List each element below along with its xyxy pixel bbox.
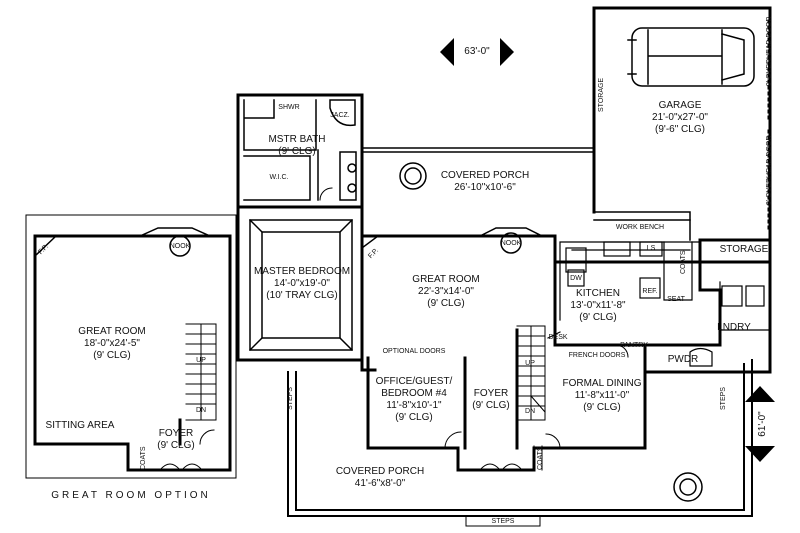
great-room-name: GREAT ROOM [412,274,480,285]
nook-label-main: NOOK [500,240,522,247]
dw-label: DW [570,275,582,282]
wic-label: W.I.C. [269,174,289,181]
garage-storage-label: STORAGE [598,77,605,112]
mstr-bath-clg: (9' CLG) [278,146,316,157]
great-room-label: GREAT ROOM 22'-3"x14'-0" (9' CLG) [412,274,479,310]
option-great-room-label: GREAT ROOM 18'-0"x24'-5" (9' CLG) [78,326,145,362]
kitchen-clg: (9' CLG) [579,312,617,323]
front-porch-size: 41'-6"x8'-0" [354,478,406,489]
master-bedroom-name: MASTER BEDROOM [253,266,351,277]
formal-dining-label: FORMAL DINING 11'-8"x11'-0" (9' CLG) [562,378,641,414]
work-bench-label: WORK BENCH [615,224,665,231]
overhead-door-label-1: 9' OVERHEAD DOOR [766,16,773,86]
width-dimension: 63'-0" [464,46,490,57]
option-great-room-size: 18'-0"x24'-5" [84,338,140,349]
option-title: GREAT ROOM OPTION [51,490,211,501]
master-bedroom-label: MASTER BEDROOM 14'-0"x19'-0" (10' TRAY C… [254,266,350,302]
great-room-clg: (9' CLG) [427,298,465,309]
master-bedroom-size: 14'-0"x19'-0" [274,278,330,289]
office-clg: (9' CLG) [395,412,433,423]
foyer-main-clg: (9' CLG) [472,400,510,411]
master-bedroom-clg: (10' TRAY CLG) [266,290,338,301]
garage-label: GARAGE 21'-0"x27'-0" (9'-6" CLG) [652,100,708,136]
coats-front-label: COATS [537,446,544,470]
steps-left-label: STEPS [287,387,294,410]
arrow-down-icon [745,446,775,462]
option-walls [33,234,232,472]
option-foyer-clg: (9' CLG) [157,440,195,451]
stairs-main [516,325,546,421]
option-great-room-clg: (9' CLG) [93,350,131,361]
arrow-right-icon [500,38,514,66]
kitchen-name: KITCHEN [576,288,620,299]
option-great-room-name: GREAT ROOM [78,326,146,337]
jacz-label: JACZ. [330,112,350,119]
french-doors-label: FRENCH DOORS [568,352,626,359]
ref-label: REF. [642,288,658,295]
mstr-bath-label: MSTR BATH (9' CLG) [268,134,325,158]
steps-front-label: STEPS [491,518,515,525]
mstr-bath-name: MSTR BATH [268,134,326,145]
office-name-1: OFFICE/GUEST/ [375,376,453,387]
garage-clg: (9'-6" CLG) [655,124,705,135]
steps-right-label: STEPS [720,387,727,410]
ls-label: LS [646,245,656,252]
office-label: OFFICE/GUEST/ BEDROOM #4 11'-8"x10'-1" (… [376,376,453,424]
lndry-label: LNDRY [717,322,751,333]
stair-dn-option: DN [195,407,207,414]
stair-dn-main: DN [524,408,536,415]
porch-table-front [673,472,703,502]
arrow-up-icon [745,386,775,402]
car-icon [627,27,755,87]
arrow-left-icon [440,38,454,66]
desk-label: DESK [548,334,568,341]
coats-kitchen-label: COATS [680,250,687,274]
garage-walls [592,6,772,264]
porch-table-rear [399,162,427,190]
foyer-main-label: FOYER (9' CLG) [472,388,509,412]
pwdr-label: PWDR [667,354,699,365]
shwr-label: SHWR [278,104,300,111]
office-size: 11'-8"x10'-1" [386,400,442,411]
storage-label: STORAGE [719,244,769,255]
optional-doors-label: OPTIONAL DOORS [382,348,446,355]
formal-dining-size: 11'-8"x11'-0" [574,390,630,401]
rear-porch-name: COVERED PORCH [440,170,530,181]
great-room-size: 22'-3"x14'-0" [418,286,474,297]
garage-size: 21'-0"x27'-0" [652,112,708,123]
option-foyer-name: FOYER [158,428,194,439]
stair-up-option: UP [196,357,206,364]
front-porch-name: COVERED PORCH [335,466,425,477]
stairs-option [185,323,217,421]
rear-porch-size: 26'-10"x10'-6" [454,182,516,193]
garage-name: GARAGE [658,100,702,111]
seat-label: SEAT [667,296,685,303]
formal-dining-name: FORMAL DINING [562,378,642,389]
formal-dining-clg: (9' CLG) [583,402,621,413]
foyer-main-name: FOYER [473,388,509,399]
option-coats-label: COATS [140,446,147,470]
kitchen-label: KITCHEN 13'-0"x11'-8" (9' CLG) [570,288,625,324]
nook-label-option: NOOK [169,243,191,250]
stair-up-main: UP [525,360,535,367]
kitchen-size: 13'-0"x11'-8" [570,300,626,311]
depth-dimension: 61'-0" [757,411,768,437]
option-foyer-label: FOYER (9' CLG) [157,428,194,452]
office-name-2: BEDROOM #4 [381,388,447,399]
rear-porch-label: COVERED PORCH 26'-10"x10'-6" [441,170,529,194]
pantry-label: PANTRY [620,342,648,349]
front-porch-label: COVERED PORCH 41'-6"x8'-0" [336,466,424,490]
sitting-area-label: SITTING AREA [45,420,115,431]
overhead-door-label-2: 9' OVERHEAD DOOR [766,135,773,205]
